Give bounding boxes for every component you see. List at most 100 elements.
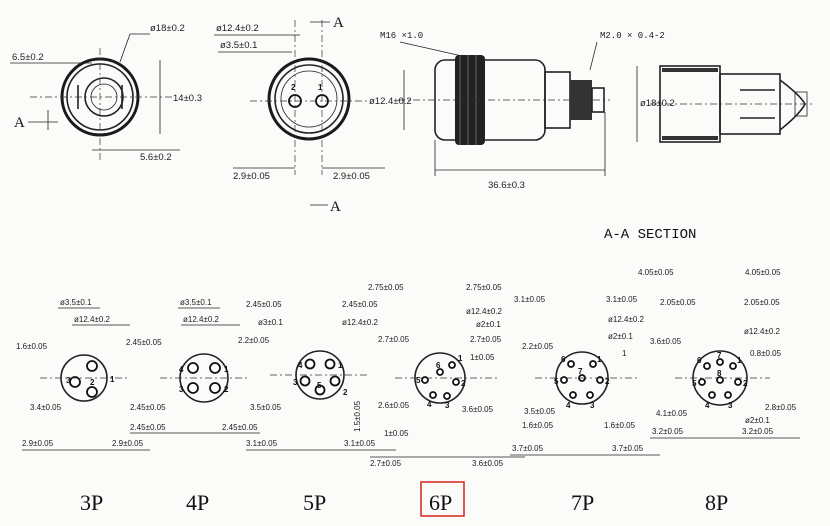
p8-pin-label-7: 7 — [717, 351, 722, 360]
p5-top-y: 2.2±0.05 — [238, 336, 270, 345]
p3-pin-1 — [86, 360, 98, 372]
p8-pin-label-5: 5 — [692, 379, 697, 388]
face-ring-2 — [274, 64, 344, 134]
p3-bottom-a: 2.9±0.05 — [22, 439, 54, 448]
p6-pin-label-4: 4 — [427, 400, 432, 409]
p6-top-b: 2.75±0.05 — [466, 283, 502, 292]
p7-pin-label-7: 7 — [578, 367, 583, 376]
p5-pin-label-2: 2 — [343, 388, 348, 397]
p3-d-pin: ø3.5±0.1 — [60, 298, 92, 307]
p6-bot-1: 1±0.05 — [384, 429, 409, 438]
p3-bottom-b: 2.9±0.05 — [112, 439, 144, 448]
connector-5p: 1 2 3 4 5 2.45±0.05 2.45±0.05 ø3±0.1 ø12… — [238, 300, 396, 515]
p5-pin-label-4: 4 — [298, 361, 303, 370]
p3-top-y: 1.6±0.05 — [16, 342, 48, 351]
p5-pin-label-5: 5 — [317, 381, 322, 390]
connector-7p: 1 2 3 4 5 6 7 3.1±0.05 3.1±0.05 ø12.4±0.… — [510, 295, 660, 515]
p8-pin-3 — [724, 391, 732, 399]
p7-pin-label-5: 5 — [554, 377, 559, 386]
p3-pin-2 — [86, 386, 98, 398]
front-key-offset: 6.5±0.2 — [12, 52, 44, 63]
p4-pin-1 — [209, 362, 221, 374]
face-pin-label-1: 1 — [318, 83, 323, 92]
p7-pin-label-2: 2 — [605, 377, 610, 386]
p6-pin-1 — [448, 361, 456, 369]
front-section-a: A — [14, 115, 25, 131]
p6-low-right: 3.6±0.05 — [462, 405, 494, 414]
side-thread-leader — [399, 41, 463, 57]
p5-pin-4 — [304, 358, 316, 370]
face-pitch-right: 2.9±0.05 — [333, 171, 370, 182]
p5-bottom-b: 3.1±0.05 — [344, 439, 376, 448]
p7-d-body: ø12.4±0.2 — [608, 315, 645, 324]
p5-d-pin: ø3±0.1 — [258, 318, 283, 327]
p5-bottom-a: 3.1±0.05 — [246, 439, 278, 448]
p7-left-y: 2.2±0.05 — [522, 342, 554, 351]
section-thread-leader — [589, 41, 598, 71]
connector-3p: 1 2 3 ø3.5±0.1 ø12.4±0.2 1.6±0.05 3.4±0.… — [16, 298, 150, 515]
face-a-bottom: A — [330, 199, 341, 215]
p5-label: 5P — [303, 490, 326, 515]
p4-pin-4 — [187, 362, 199, 374]
p8-bot-r: 3.2±0.05 — [742, 427, 774, 436]
p7-label: 7P — [571, 490, 594, 515]
p3-mid-y: 3.4±0.05 — [30, 403, 62, 412]
p7-pin-5 — [560, 376, 568, 384]
p5-side-v: 1.5±0.05 — [353, 400, 362, 432]
p4-pin-label-3: 3 — [179, 385, 184, 394]
p4-d-body: ø12.4±0.2 — [183, 315, 220, 324]
p7-bot-b: 3.7±0.05 — [612, 444, 644, 453]
p8-left-y: 3.6±0.05 — [650, 337, 682, 346]
p8-pin-label-3: 3 — [728, 401, 733, 410]
p3-pin-3 — [69, 376, 81, 388]
p6-right-y2: 1±0.05 — [470, 353, 495, 362]
p8-d-body: ø12.4±0.2 — [744, 327, 781, 336]
p4-pin-3 — [187, 382, 199, 394]
p5-mid-y: 3.5±0.05 — [250, 403, 282, 412]
connector-4p: 1 2 3 4 ø3.5±0.1 ø12.4±0.2 2.45±0.05 2.4… — [126, 298, 260, 515]
p4-pin-label-1: 1 — [224, 365, 229, 374]
p7-top-a: 3.1±0.05 — [514, 295, 546, 304]
p8-pin-label-6: 6 — [697, 356, 702, 365]
connector-8p: 1 2 3 4 5 6 7 8 4.05±0.05 4.05±0.05 2.05… — [638, 268, 800, 515]
p4-d-pin: ø3.5±0.1 — [180, 298, 212, 307]
p7-d-pin: ø2±0.1 — [608, 332, 633, 341]
section-wall-hatch — [662, 68, 718, 140]
p7-pin-3 — [586, 391, 594, 399]
front-key-width: 5.6±0.2 — [140, 152, 172, 163]
p8-label: 8P — [705, 490, 728, 515]
front-d-leader — [119, 33, 131, 63]
p8-d-pin: ø2±0.1 — [745, 416, 770, 425]
face-outer-ring — [267, 57, 351, 141]
p5-pin-1 — [324, 358, 336, 370]
p8-low-r: 2.8±0.05 — [765, 403, 797, 412]
section-view: ø18±0.2 M2.0 × 0.4-2 A-A SECTION — [589, 31, 815, 243]
p8-low-mid: 4.1±0.05 — [656, 409, 688, 418]
face-a-top: A — [333, 15, 344, 31]
p7-low-left2: 1.6±0.05 — [522, 421, 554, 430]
side-view: ø12.4±0.2 M16 ×1.0 36.6±0.3 — [369, 31, 610, 191]
p5-pin-5 — [314, 384, 326, 396]
p4-top-y: 2.45±0.05 — [126, 338, 162, 347]
p8-bot-l: 3.2±0.05 — [652, 427, 684, 436]
p4-bottom-a: 2.45±0.05 — [130, 423, 166, 432]
p5-top-a: 2.45±0.05 — [246, 300, 282, 309]
p7-pin-1 — [589, 360, 597, 368]
side-thread: M16 ×1.0 — [380, 31, 423, 41]
p8-top-b: 4.05±0.05 — [745, 268, 781, 277]
face-d-pin: ø3.5±0.1 — [220, 40, 257, 51]
p6-pin-3 — [443, 392, 451, 400]
p7-low-right: 1.6±0.05 — [604, 421, 636, 430]
p4-mid-y: 2.45±0.05 — [130, 403, 166, 412]
p8-pin-label-1: 1 — [737, 356, 742, 365]
section-d-outer: ø18±0.2 — [640, 98, 675, 109]
p5-pin-label-3: 3 — [293, 378, 298, 387]
p6-d-pin: ø2±0.1 — [476, 320, 501, 329]
section-contacts — [740, 89, 775, 119]
p6-top-a: 2.75±0.05 — [368, 283, 404, 292]
p7-pin-6 — [567, 360, 575, 368]
p3-label: 3P — [80, 490, 103, 515]
p7-pin-2 — [596, 376, 604, 384]
front-view: ø18±0.2 6.5±0.2 14±0.3 5.6±0.2 A — [10, 23, 202, 163]
p8-pin-label-4: 4 — [705, 401, 710, 410]
